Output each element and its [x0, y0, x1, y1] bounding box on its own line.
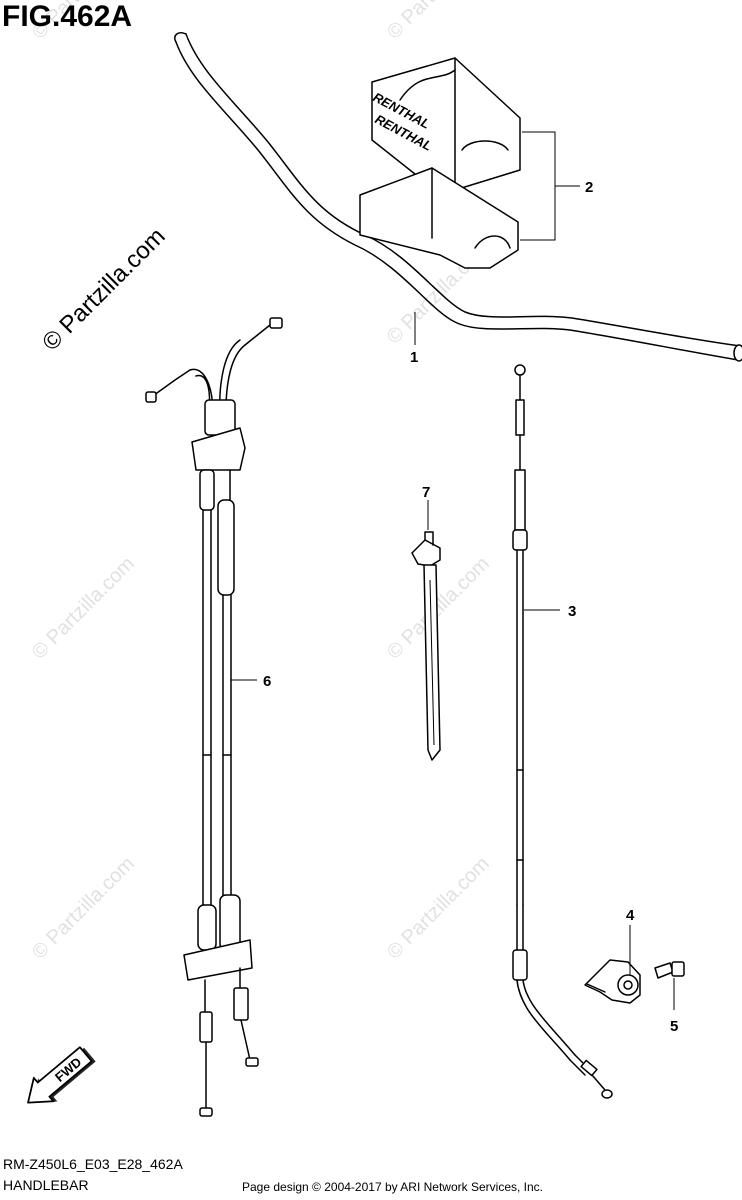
callout-label-3: 3 [568, 603, 576, 620]
callout-1: 1 [410, 312, 418, 366]
watermark-faint: © Partzilla.com [28, 853, 139, 964]
callout-label-1: 1 [410, 349, 418, 366]
section-name: HANDLEBAR [3, 1177, 89, 1193]
callout-6: 6 [231, 673, 271, 690]
callout-label-2: 2 [585, 179, 593, 196]
clutch-cable[interactable] [512, 364, 613, 1099]
watermark-faint: © Partzilla.com [383, 853, 494, 964]
watermark-faint: © Partzilla.com [28, 553, 139, 664]
callout-label-4: 4 [626, 907, 635, 924]
figure-title: FIG.462A [2, 0, 133, 33]
clamp-bolt[interactable] [654, 961, 685, 979]
throttle-cable-assembly[interactable] [145, 317, 283, 1117]
copyright-notice: Page design © 2004-2017 by ARI Network S… [242, 1180, 544, 1194]
bar-pad-cover[interactable]: RENTHAL RENTHAL [371, 57, 521, 191]
watermark-main: © Partzilla.com [37, 223, 170, 356]
callout-2: 2 [520, 131, 593, 241]
handlebar-part[interactable] [174, 31, 742, 362]
callout-label-7: 7 [422, 484, 430, 501]
callout-label-5: 5 [670, 1018, 678, 1035]
callout-3: 3 [524, 603, 576, 620]
callout-5: 5 [670, 978, 678, 1035]
bar-pad-foam[interactable] [359, 167, 519, 269]
cable-clamp[interactable] [584, 959, 641, 1004]
callout-label-6: 6 [263, 673, 271, 690]
callout-7: 7 [422, 484, 430, 530]
cable-tie[interactable] [411, 531, 441, 761]
watermark-faint: © Partzilla.com [383, 0, 494, 44]
figure-code: RM-Z450L6_E03_E28_462A [3, 1156, 183, 1172]
callout-4: 4 [626, 907, 635, 975]
fwd-arrow: FWD [27, 1046, 96, 1104]
